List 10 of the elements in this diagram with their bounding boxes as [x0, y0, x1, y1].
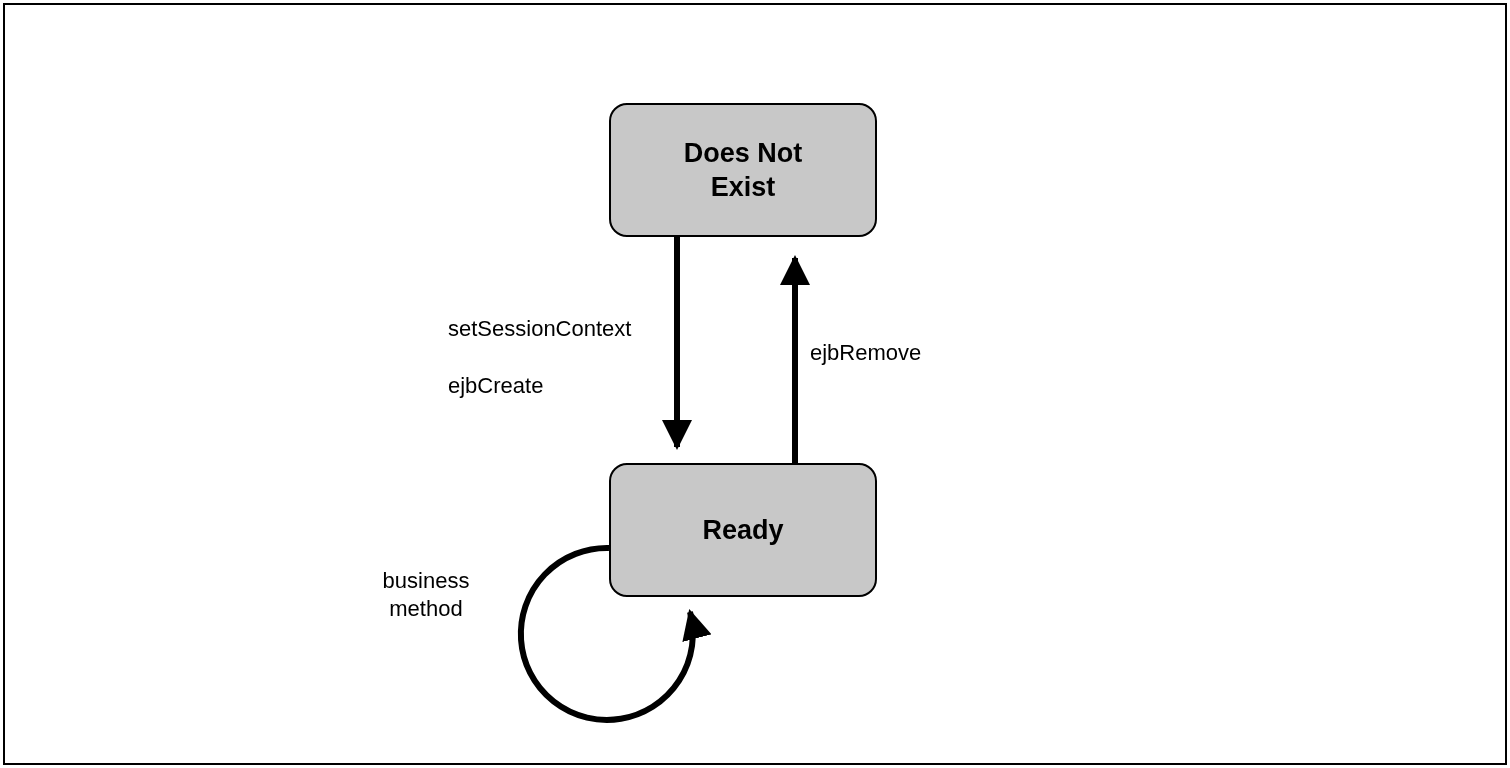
state-name: Ready: [701, 514, 785, 547]
state-box: [609, 463, 877, 597]
edge-label: ejbRemove: [810, 339, 923, 367]
state-box: [609, 103, 877, 237]
arrow: [662, 237, 692, 450]
edge-label: business method: [381, 567, 471, 623]
arrow: [518, 545, 710, 723]
edge-label: setSessionContext ejbCreate: [448, 315, 633, 400]
arrow: [780, 255, 810, 463]
state-name: Does Not Exist: [682, 137, 804, 204]
